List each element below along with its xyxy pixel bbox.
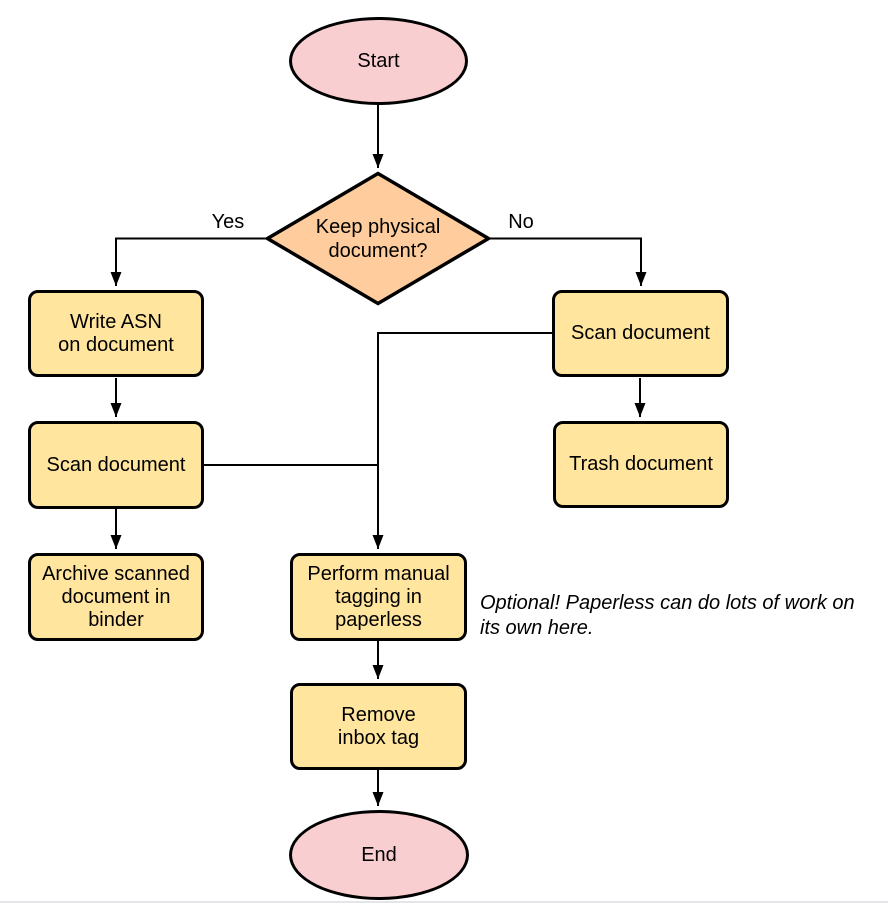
node-manual-tagging-label: Perform manual tagging in paperless [307,562,450,631]
edge-label-no: No [508,211,534,233]
node-end-label: End [361,843,397,866]
node-scan-document-left-label: Scan document [46,453,186,476]
node-archive-document-label: Archive scanned document in binder [42,562,190,631]
node-trash-document-label: Trash document [569,453,713,475]
node-scan-document-right-label: Scan document [571,322,710,344]
node-write-asn: Write ASN on document [28,290,204,377]
bottom-divider [0,901,888,903]
node-write-asn-label: Write ASN on document [58,310,174,356]
node-manual-tagging: Perform manual tagging in paperless [290,553,467,641]
edge-label-yes: Yes [211,211,245,233]
edge-scan-right-to-tagging [372,332,552,549]
edge-decision-no-to-scan-right [489,237,647,286]
node-start: Start [289,17,468,105]
decision-diamond-shape [264,171,492,306]
node-trash-document: Trash document [553,421,729,508]
node-remove-inbox-tag-label: Remove inbox tag [337,703,420,749]
node-start-label: Start [357,49,400,72]
edge-decision-yes-to-write-asn [110,237,267,286]
node-scan-document-right: Scan document [552,290,729,377]
node-remove-inbox-tag: Remove inbox tag [290,683,467,770]
optional-note: Optional! Paperless can do lots of work … [480,592,855,639]
node-decision: Keep physical document? [315,215,441,262]
node-end: End [289,810,469,900]
node-archive-document: Archive scanned document in binder [28,553,204,641]
node-scan-document-left: Scan document [28,421,204,509]
